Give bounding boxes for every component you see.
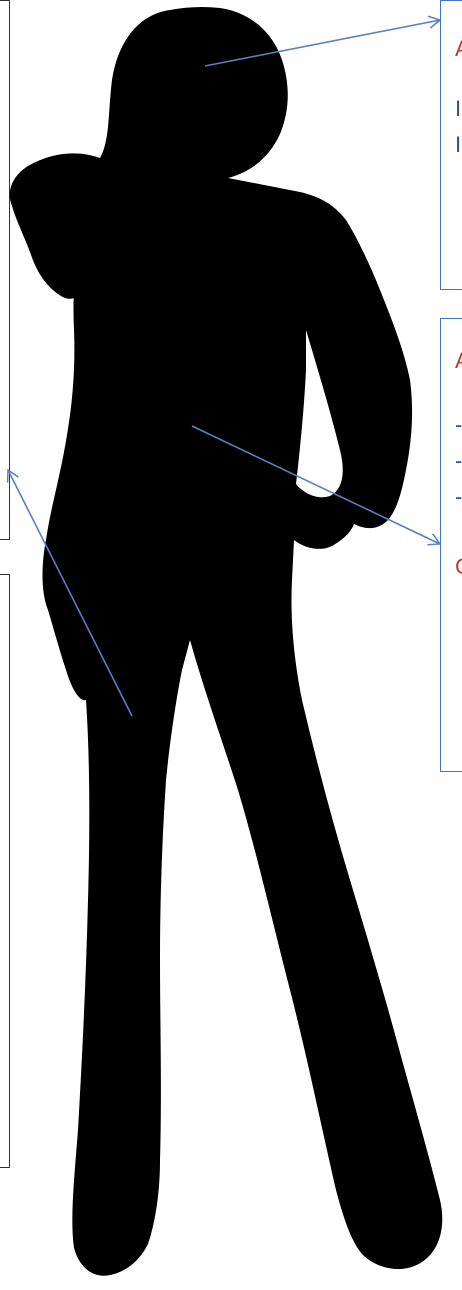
body-shape [43,167,443,1276]
